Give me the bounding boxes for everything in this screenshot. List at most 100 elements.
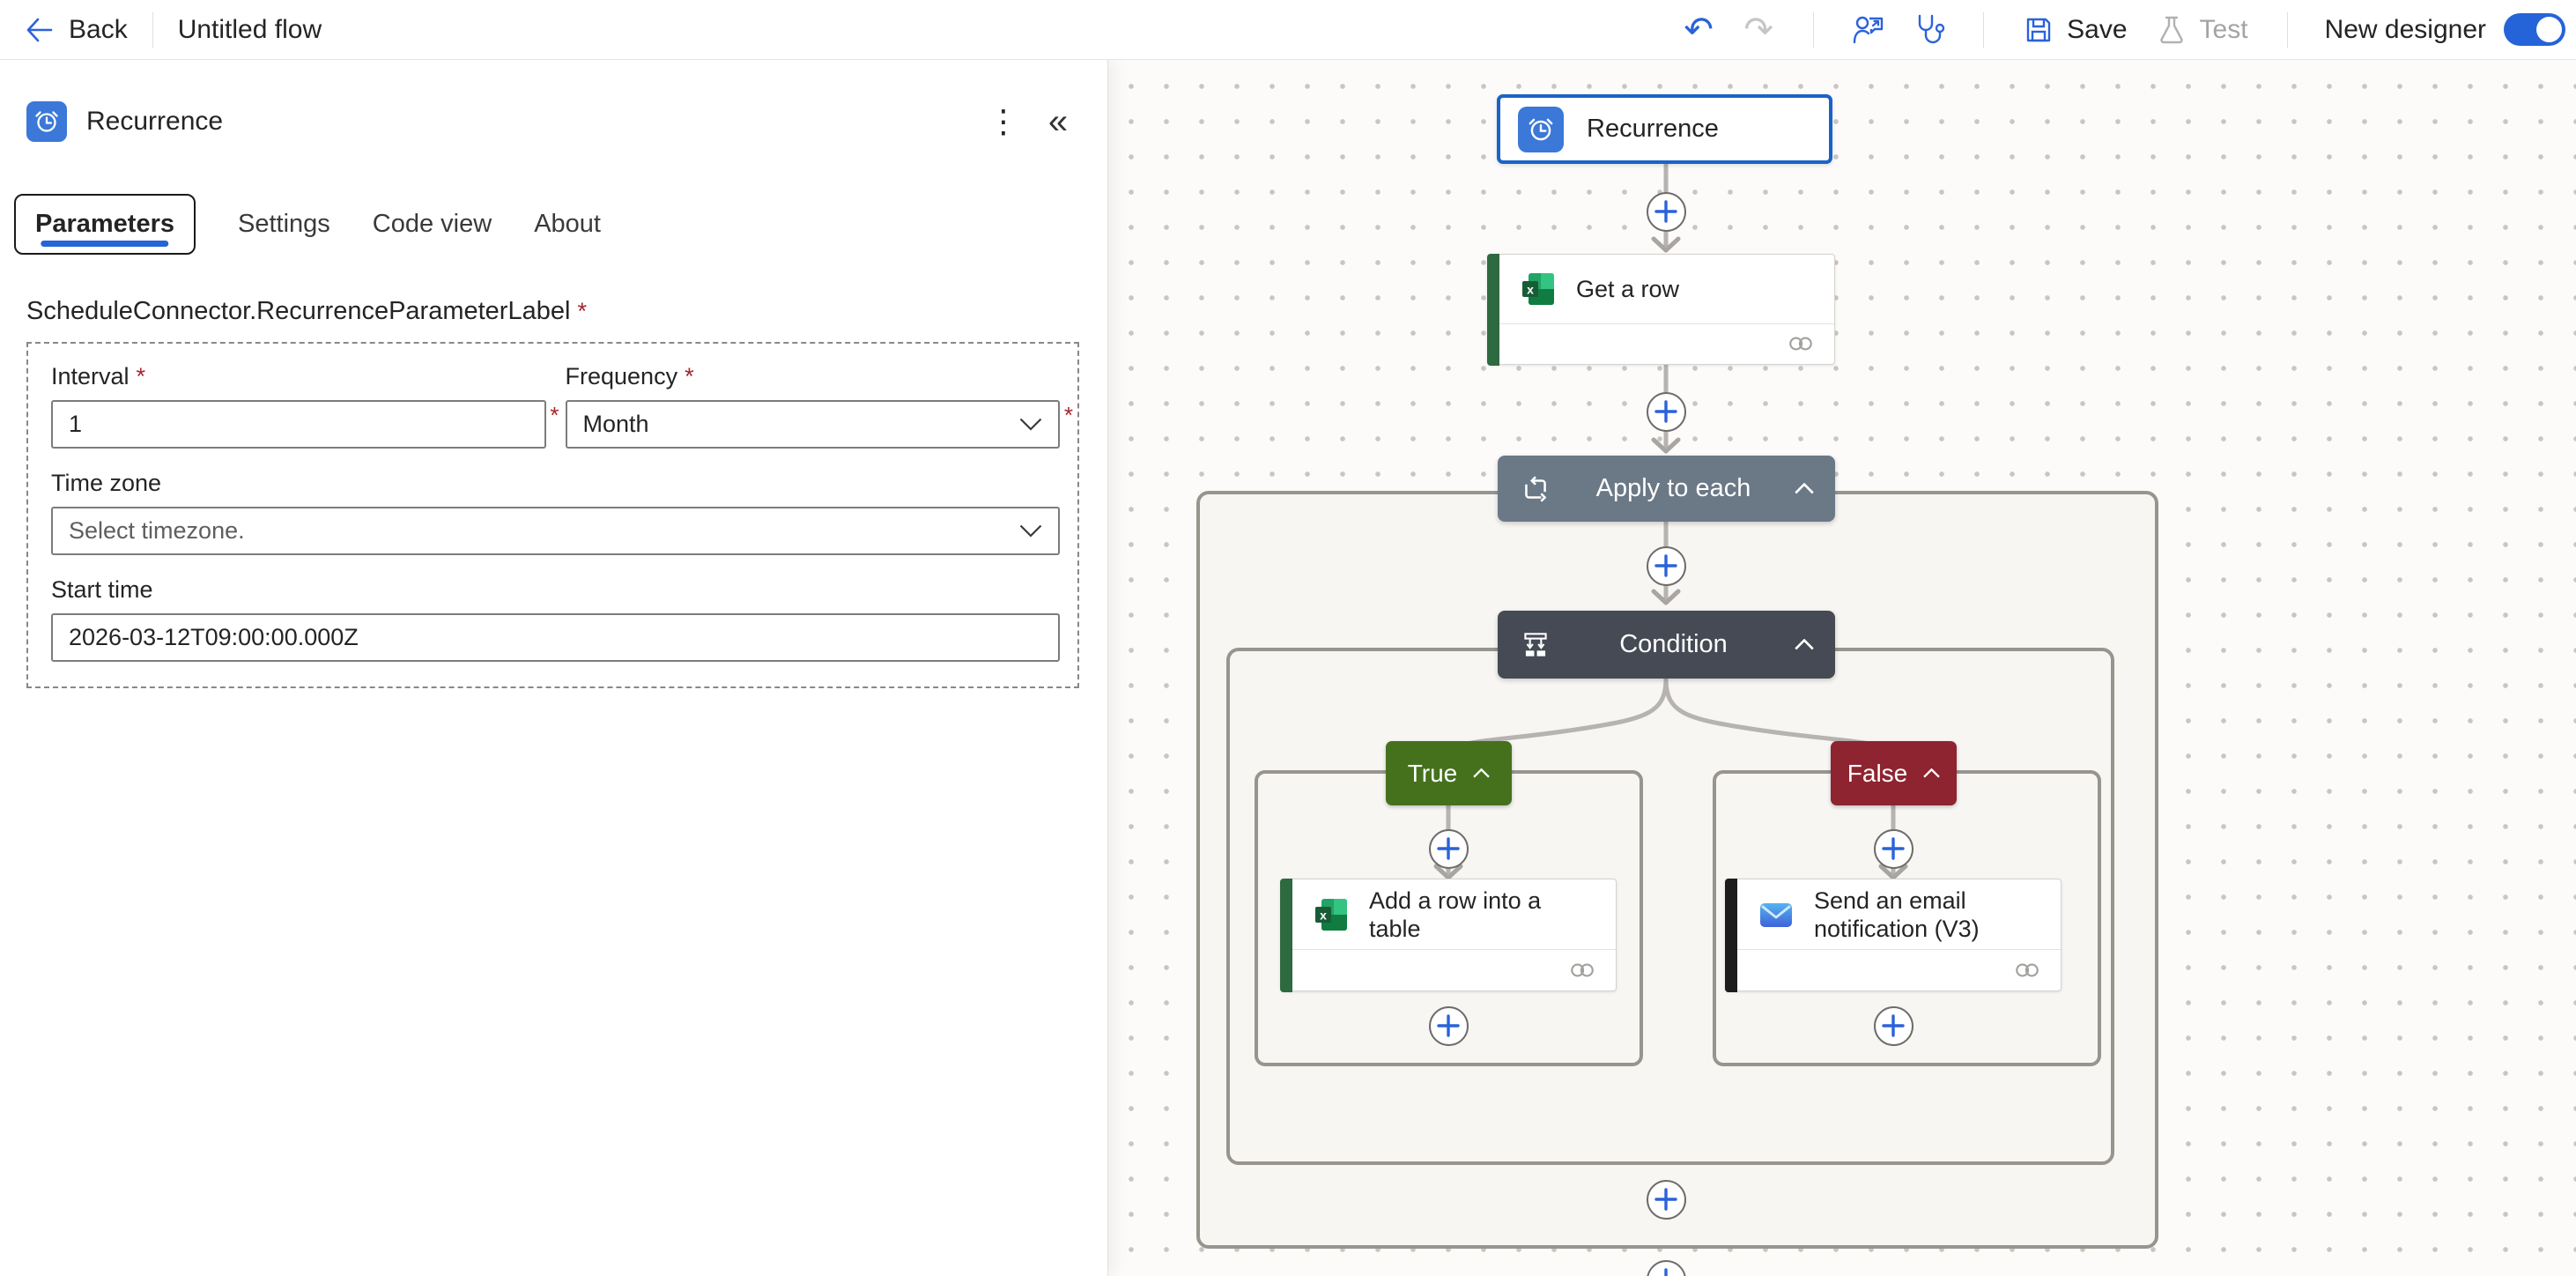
connector-stripe (1486, 253, 1499, 366)
card-header: x Add a row into a table (1281, 879, 1616, 949)
node-add-a-row-into-a-table[interactable]: x Add a row into a table (1279, 878, 1617, 992)
test-label: Test (2199, 14, 2248, 44)
frequency-select[interactable]: Month (565, 400, 1060, 449)
panel-tabs: Parameters Settings Code view About (14, 194, 1079, 255)
save-floppy-icon (2026, 18, 2051, 41)
node-title: Get a row (1576, 276, 1680, 302)
node-title: Recurrence (1587, 115, 1719, 143)
excel-icon: x (1315, 898, 1347, 931)
plus-icon (1654, 554, 1677, 577)
chevron-up-icon (1473, 768, 1491, 778)
new-designer-label: New designer (2324, 14, 2486, 44)
node-recurrence[interactable]: Recurrence (1497, 94, 1832, 164)
timezone-field: Time zone Select timezone. (51, 470, 1060, 555)
plus-icon (1664, 1268, 1668, 1276)
tab-label: Parameters (35, 210, 174, 238)
panel-header: Recurrence ⋮ « (26, 100, 1079, 143)
insert-action-button[interactable] (1646, 545, 1686, 586)
link-icon (1789, 337, 1812, 351)
stethoscope-icon (1918, 14, 1945, 43)
chevron-down-icon (1019, 418, 1042, 431)
active-tab-indicator (41, 241, 169, 247)
kebab-icon: ⋮ (988, 103, 1019, 139)
plus-icon (1654, 400, 1677, 423)
node-apply-to-each[interactable]: Apply to each (1498, 456, 1835, 522)
chevron-up-icon (1795, 639, 1814, 650)
divider (2286, 11, 2288, 48)
card-footer (1281, 949, 1616, 990)
true-branch-badge[interactable]: True (1386, 741, 1512, 805)
insert-action-button[interactable] (1873, 828, 1913, 869)
card-header: Send an email notification (V3) (1726, 879, 2061, 949)
node-get-a-row[interactable]: x Get a row (1486, 253, 1835, 366)
insert-action-button[interactable] (1646, 191, 1686, 232)
required-mark: * (136, 363, 146, 389)
node-condition[interactable]: Condition (1498, 611, 1835, 679)
arrow-left-icon (26, 18, 53, 41)
insert-action-button[interactable] (1646, 1179, 1686, 1220)
insert-action-button[interactable] (1428, 1005, 1469, 1046)
redo-icon: ↷ (1743, 10, 1773, 49)
test-button[interactable]: Test (2156, 14, 2248, 46)
branch-label: False (1847, 759, 1908, 787)
back-button[interactable]: Back (23, 14, 128, 46)
toggle-knob (2536, 17, 2562, 42)
insert-action-button[interactable] (1428, 828, 1469, 869)
recurrence-tile (1518, 106, 1564, 152)
top-bar-left: Back Untitled flow (23, 0, 322, 59)
start-time-input[interactable] (51, 613, 1060, 662)
new-designer-toggle[interactable] (2504, 13, 2565, 46)
flow-checker-button[interactable] (1906, 7, 1951, 53)
tab-label: Settings (238, 210, 330, 238)
node-title: Condition (1619, 630, 1728, 658)
chevron-up-icon (1795, 483, 1814, 494)
svg-text:x: x (1320, 908, 1327, 922)
tab-about[interactable]: About (534, 196, 601, 253)
redo-button[interactable]: ↷ (1736, 7, 1781, 53)
top-bar-right: ↶ ↷ (1669, 0, 2567, 59)
svg-text:x: x (1527, 283, 1534, 297)
divider (1813, 11, 1815, 48)
false-branch-badge[interactable]: False (1831, 741, 1957, 805)
insert-action-button[interactable] (1873, 1005, 1913, 1046)
double-chevron-left-icon: « (1047, 101, 1069, 141)
more-options-button[interactable]: ⋮ (982, 100, 1025, 143)
interval-input[interactable] (51, 400, 546, 449)
timezone-select[interactable]: Select timezone. (51, 507, 1060, 555)
collapse-panel-button[interactable]: « (1037, 100, 1079, 143)
node-title: Add a row into a table (1369, 887, 1542, 942)
recurrence-parameter-group: Interval* * Frequency* Month (26, 342, 1079, 688)
flow-title[interactable]: Untitled flow (177, 14, 322, 44)
back-label: Back (69, 14, 128, 44)
connector-stripe (1724, 878, 1737, 992)
required-mark: * (1063, 402, 1073, 428)
undo-button[interactable]: ↶ (1676, 7, 1721, 53)
insert-action-button[interactable] (1646, 391, 1686, 432)
panel-title: Recurrence (86, 107, 224, 136)
required-mark: * (550, 402, 559, 428)
card-footer (1726, 949, 2061, 990)
timezone-placeholder: Select timezone. (69, 517, 245, 544)
card-header: x Get a row (1488, 255, 1834, 323)
save-button[interactable]: Save (2023, 14, 2128, 46)
send-a-copy-button[interactable] (1846, 7, 1891, 53)
frequency-label: Frequency* (565, 363, 694, 389)
insert-action-button[interactable] (1646, 1259, 1686, 1276)
branch-label: True (1407, 759, 1458, 787)
main-area: Recurrence ⋮ « Parameters Settings Code … (0, 60, 2576, 1276)
tab-parameters[interactable]: Parameters (14, 194, 196, 255)
card-footer (1488, 323, 1834, 363)
required-mark: * (685, 363, 694, 389)
connector-stripe (1279, 878, 1292, 992)
tab-settings[interactable]: Settings (238, 196, 330, 253)
flow-canvas[interactable]: Recurrence x Get a row (1108, 60, 2576, 1276)
start-time-field: Start time (51, 576, 1060, 662)
plus-icon (1882, 837, 1905, 860)
email-icon (1760, 902, 1792, 927)
node-send-an-email-notification[interactable]: Send an email notification (V3) (1724, 878, 2062, 992)
alarm-clock-icon (1529, 118, 1553, 140)
tab-code-view[interactable]: Code view (373, 196, 492, 253)
excel-icon: x (1522, 273, 1554, 305)
timezone-label: Time zone (51, 470, 162, 496)
plus-icon (1654, 200, 1677, 223)
